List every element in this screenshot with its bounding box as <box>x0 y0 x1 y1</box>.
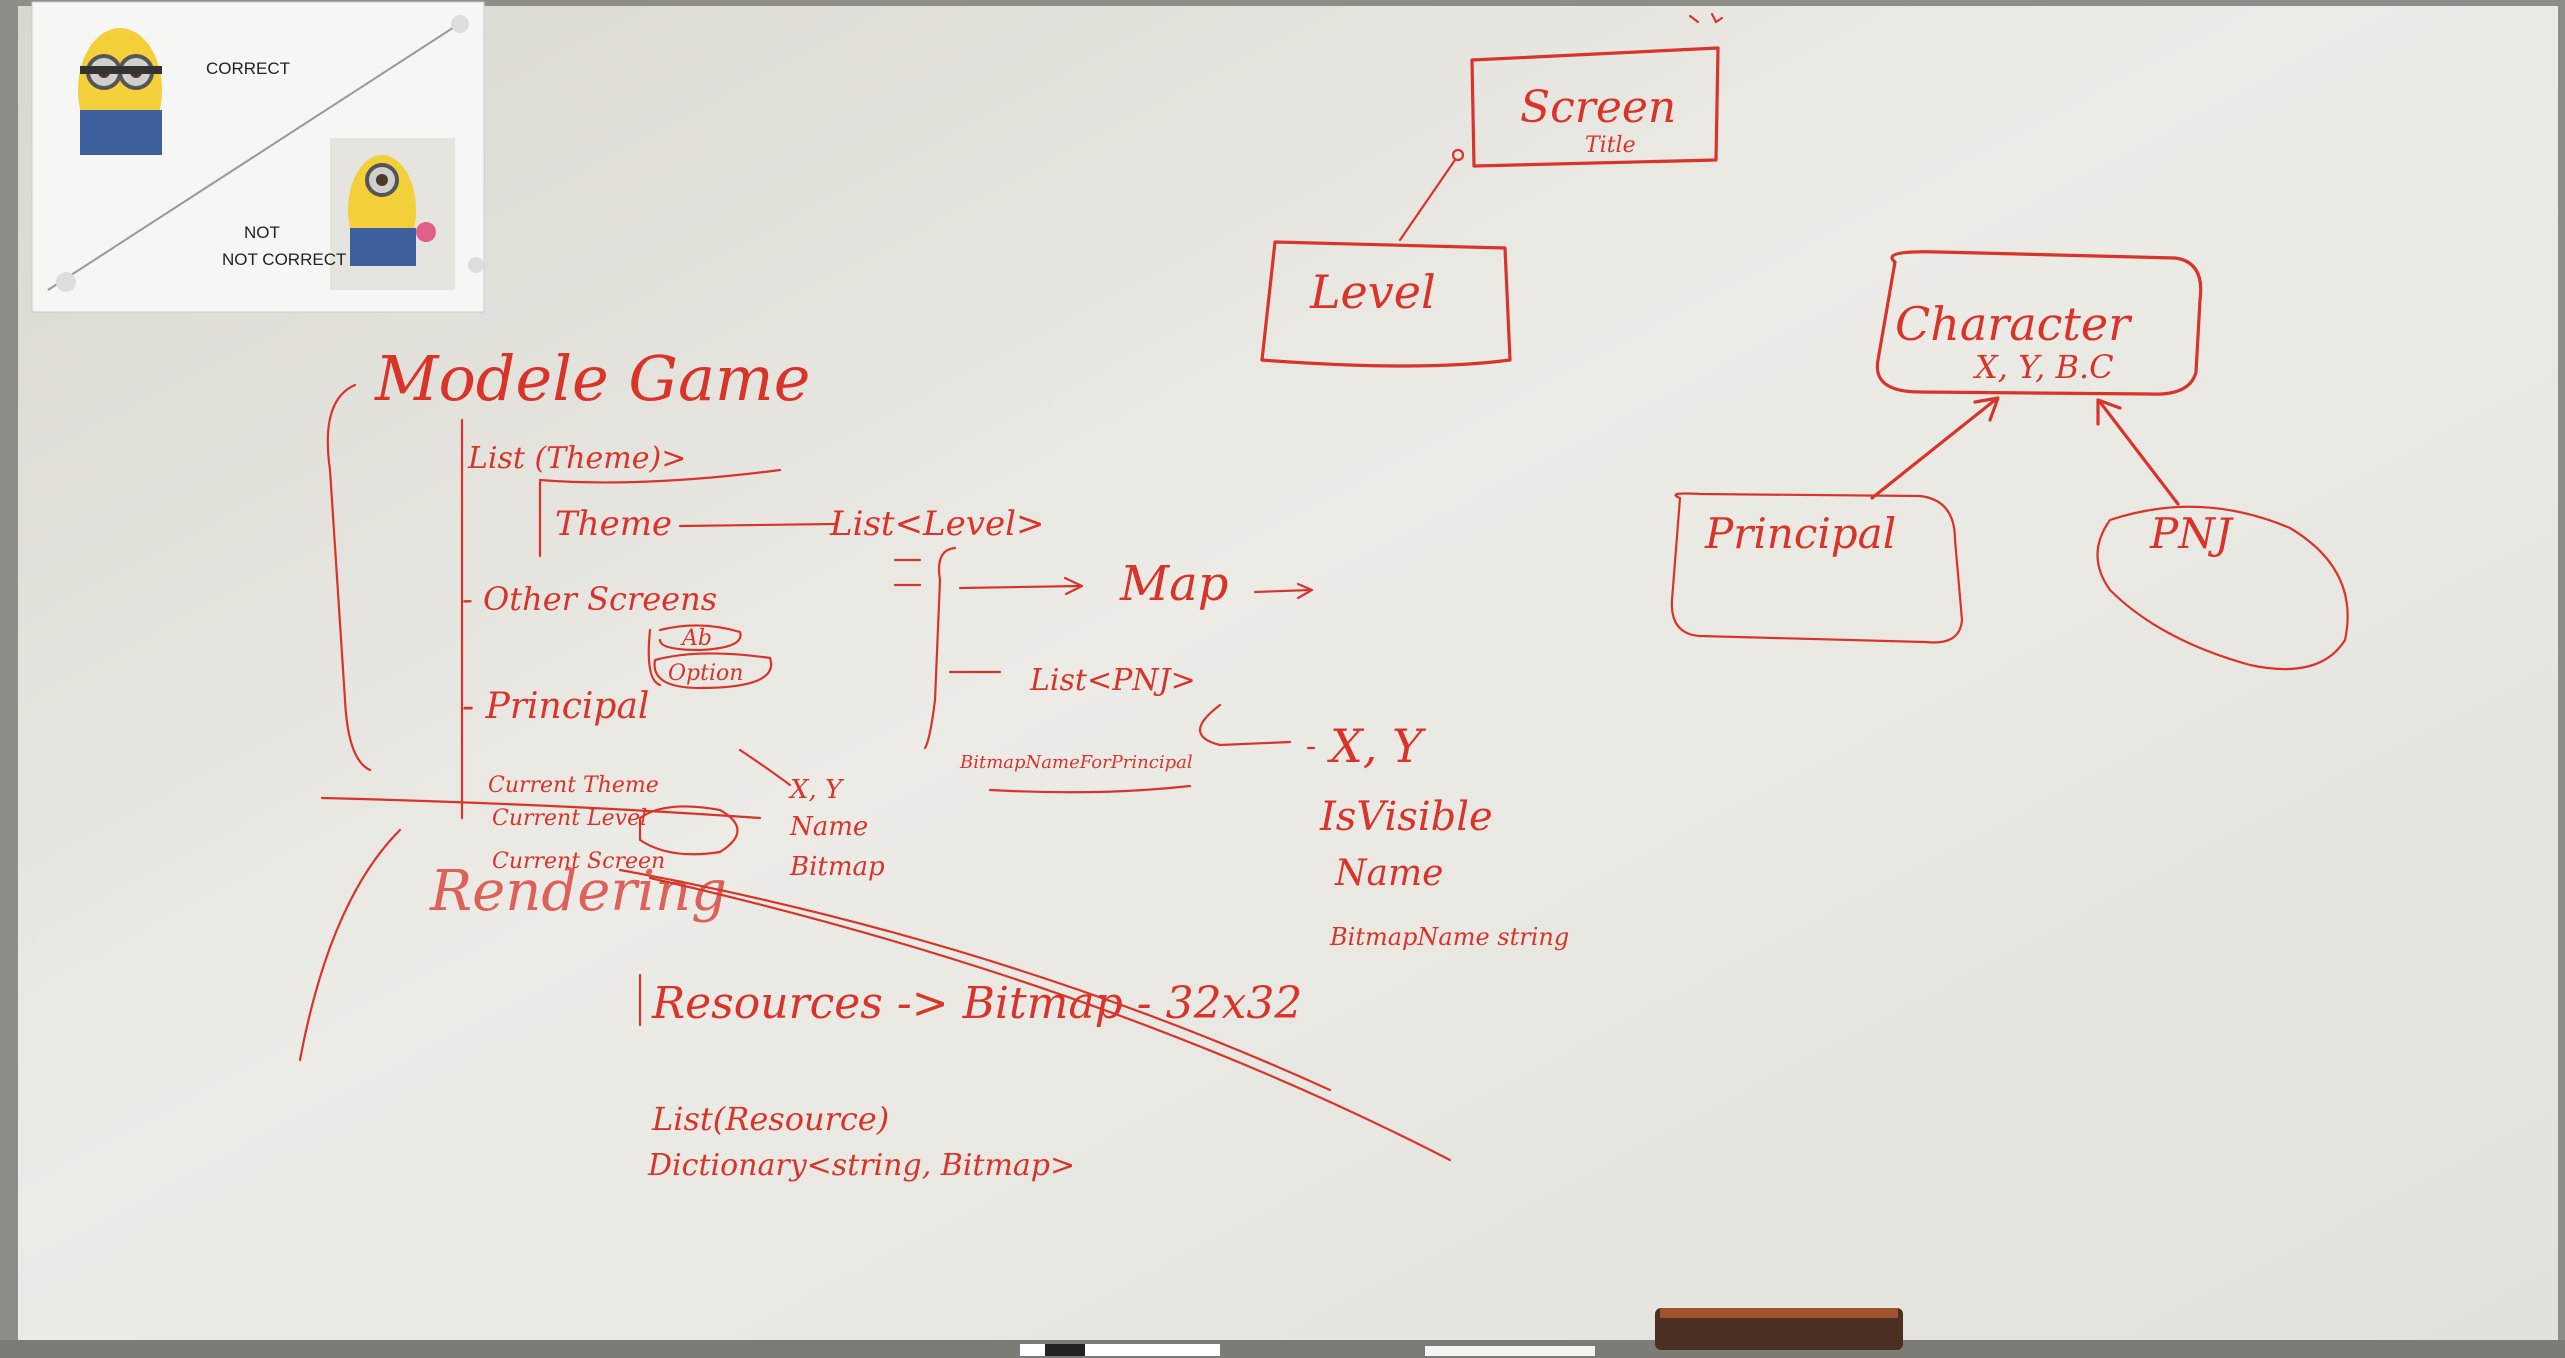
other-screens-item: - Other Screens <box>462 580 717 618</box>
level-branches <box>923 546 1082 750</box>
not-correct-label-line1: NOT <box>244 223 280 242</box>
marker-pen-2[interactable] <box>1425 1346 1595 1356</box>
character-box-title: Character <box>1895 297 2133 351</box>
level-box-title: Level <box>1309 265 1436 319</box>
ab-item: Ab <box>680 626 712 651</box>
current-theme-item: Current Theme <box>488 773 659 798</box>
bitmap-name-underline <box>988 784 1192 794</box>
pnj-field-is-visible: IsVisible <box>1319 794 1493 840</box>
current-strike <box>320 796 762 820</box>
principal-bitmap: Bitmap <box>789 852 885 882</box>
current-level-circle <box>638 805 739 856</box>
principal-xy: X, Y <box>788 775 845 805</box>
option-ellipse <box>653 652 773 690</box>
rendering-heading: Rendering <box>429 859 727 924</box>
pnj-field-bitmap-name: BitmapName string <box>1329 923 1569 951</box>
theme-to-list-level-line <box>678 522 837 528</box>
level-screen-link <box>1398 158 1457 242</box>
eraser[interactable] <box>1655 1308 1903 1350</box>
level-box <box>1260 240 1512 368</box>
character-box-fields: X, Y, B.C <box>1972 348 2114 386</box>
principal-box <box>1670 492 1964 644</box>
marker-pen-cap <box>1045 1344 1085 1356</box>
resources-item: Resources -> Bitmap - 32x32 <box>651 978 1302 1029</box>
principal-to-character-arrow <box>1870 396 2000 500</box>
map-arrow <box>1253 582 1314 600</box>
minion-poster: CORRECT NOT NOT CORRECT <box>31 1 485 313</box>
list-theme-underline <box>538 468 782 484</box>
not-correct-label: NOT <box>244 223 280 242</box>
list-level-item: List<Level> <box>829 504 1044 544</box>
not-correct-label-full: NOT CORRECT <box>222 250 346 269</box>
list-resources-item: List(Resource) <box>651 1100 889 1138</box>
eraser-top <box>1660 1308 1898 1318</box>
map-item: Map <box>1119 556 1229 612</box>
minion-correct-image <box>78 28 162 155</box>
screen-box-title: Screen <box>1520 82 1676 133</box>
theme-item: Theme <box>555 504 672 544</box>
list-pnj-item: List<PNJ> <box>1029 663 1196 698</box>
rendering-curve <box>298 828 1452 1162</box>
bitmap-name-for-principal-item: BitmapNameForPrincipal <box>959 752 1193 773</box>
character-box <box>1875 250 2203 396</box>
modele-bracket <box>326 383 372 772</box>
marker-tray <box>0 1340 2565 1358</box>
screen-box <box>1470 46 1720 168</box>
pnj-field-xy: X, Y <box>1327 719 1427 773</box>
level-screen-link-end <box>1451 148 1465 162</box>
principal-item: - Principal <box>462 686 649 727</box>
correct-label: CORRECT <box>206 59 290 78</box>
pnj-field-name: Name <box>1334 853 1443 894</box>
list-theme-item: List (Theme)> <box>467 441 686 476</box>
pnj-title: PNJ <box>2149 509 2234 558</box>
dictionary-item: Dictionary<string, Bitmap> <box>647 1148 1075 1183</box>
level-brace <box>893 558 922 587</box>
screen-corner-mark <box>1688 12 1724 24</box>
modele-heading: Modele Game <box>374 342 810 415</box>
screen-box-sub: Title <box>1585 133 1636 158</box>
list-pnj-hook <box>1199 703 1292 747</box>
principal-box-title: Principal <box>1704 509 1896 558</box>
ab-option-group <box>647 624 742 687</box>
minion-not-correct-image <box>330 138 455 290</box>
principal-name: Name <box>789 812 868 842</box>
map-arrow-head <box>1063 576 1084 596</box>
option-item: Option <box>668 661 743 686</box>
current-screen-item: Current Screen <box>492 849 665 874</box>
pnj-to-character-arrow <box>2096 398 2180 506</box>
pnj-ellipse <box>2096 505 2349 671</box>
principal-fields-arrow <box>738 748 792 787</box>
